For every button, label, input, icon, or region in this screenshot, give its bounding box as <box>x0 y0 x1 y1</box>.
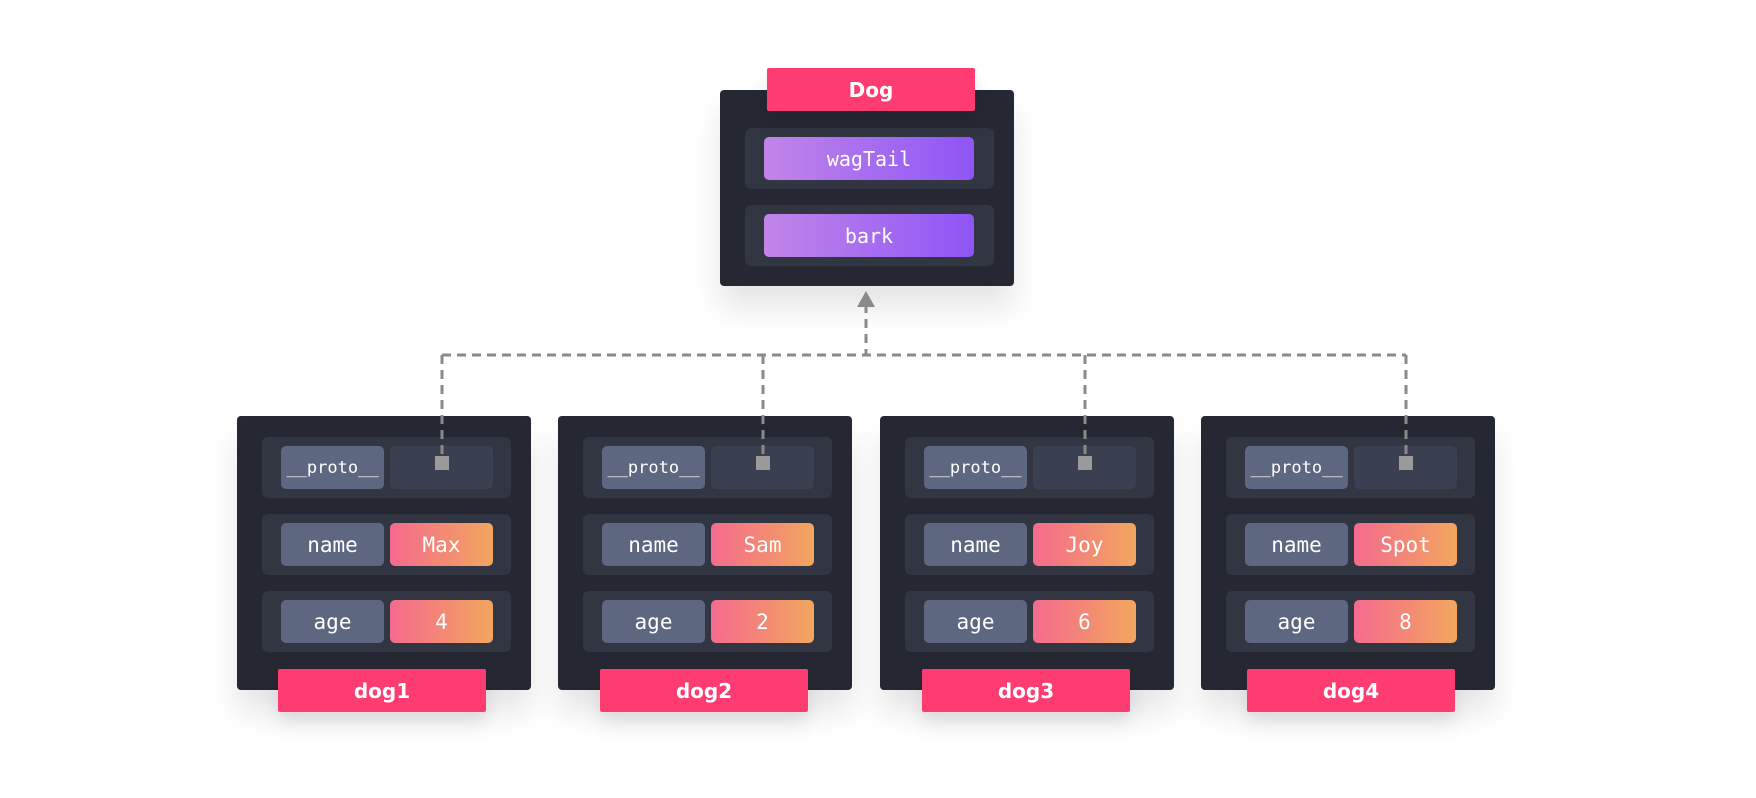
instance-panel-dog2: __proto__ name Sam age 2 <box>558 416 852 690</box>
arrowhead-up-icon <box>857 291 875 307</box>
property-value-name: Spot <box>1354 523 1457 566</box>
property-key-name: name <box>1245 523 1348 566</box>
property-key-name: name <box>281 523 384 566</box>
instance-label-dog4: dog4 <box>1247 669 1455 712</box>
instance-panel-dog1: __proto__ name Max age 4 <box>237 416 531 690</box>
proto-key: __proto__ <box>924 446 1027 489</box>
dog-prototype-panel: wagTail bark <box>720 90 1014 286</box>
property-row-age: age 2 <box>583 591 832 652</box>
dog-prototype-label: Dog <box>767 68 975 111</box>
method-row-wagtail: wagTail <box>745 128 994 189</box>
proto-row: __proto__ <box>905 437 1154 498</box>
property-key-age: age <box>602 600 705 643</box>
instance-label-dog2: dog2 <box>600 669 808 712</box>
property-value-name: Joy <box>1033 523 1136 566</box>
property-value-age: 8 <box>1354 600 1457 643</box>
property-value-name: Max <box>390 523 493 566</box>
method-wagtail: wagTail <box>764 137 974 180</box>
proto-row: __proto__ <box>262 437 511 498</box>
proto-row: __proto__ <box>1226 437 1475 498</box>
instance-label-dog3: dog3 <box>922 669 1130 712</box>
property-value-name: Sam <box>711 523 814 566</box>
property-row-name: name Sam <box>583 514 832 575</box>
property-key-age: age <box>924 600 1027 643</box>
property-row-age: age 8 <box>1226 591 1475 652</box>
instance-panel-dog3: __proto__ name Joy age 6 <box>880 416 1174 690</box>
method-bark: bark <box>764 214 974 257</box>
property-key-name: name <box>924 523 1027 566</box>
proto-key: __proto__ <box>281 446 384 489</box>
property-row-name: name Spot <box>1226 514 1475 575</box>
proto-key: __proto__ <box>602 446 705 489</box>
property-value-age: 4 <box>390 600 493 643</box>
proto-pointer-slot <box>1033 446 1136 489</box>
property-row-name: name Max <box>262 514 511 575</box>
property-value-age: 2 <box>711 600 814 643</box>
property-row-age: age 4 <box>262 591 511 652</box>
proto-row: __proto__ <box>583 437 832 498</box>
property-value-age: 6 <box>1033 600 1136 643</box>
proto-key: __proto__ <box>1245 446 1348 489</box>
property-key-name: name <box>602 523 705 566</box>
property-key-age: age <box>281 600 384 643</box>
instance-label-dog1: dog1 <box>278 669 486 712</box>
property-row-age: age 6 <box>905 591 1154 652</box>
property-row-name: name Joy <box>905 514 1154 575</box>
instance-panel-dog4: __proto__ name Spot age 8 <box>1201 416 1495 690</box>
proto-pointer-slot <box>390 446 493 489</box>
proto-pointer-slot <box>711 446 814 489</box>
proto-pointer-slot <box>1354 446 1457 489</box>
property-key-age: age <box>1245 600 1348 643</box>
method-row-bark: bark <box>745 205 994 266</box>
